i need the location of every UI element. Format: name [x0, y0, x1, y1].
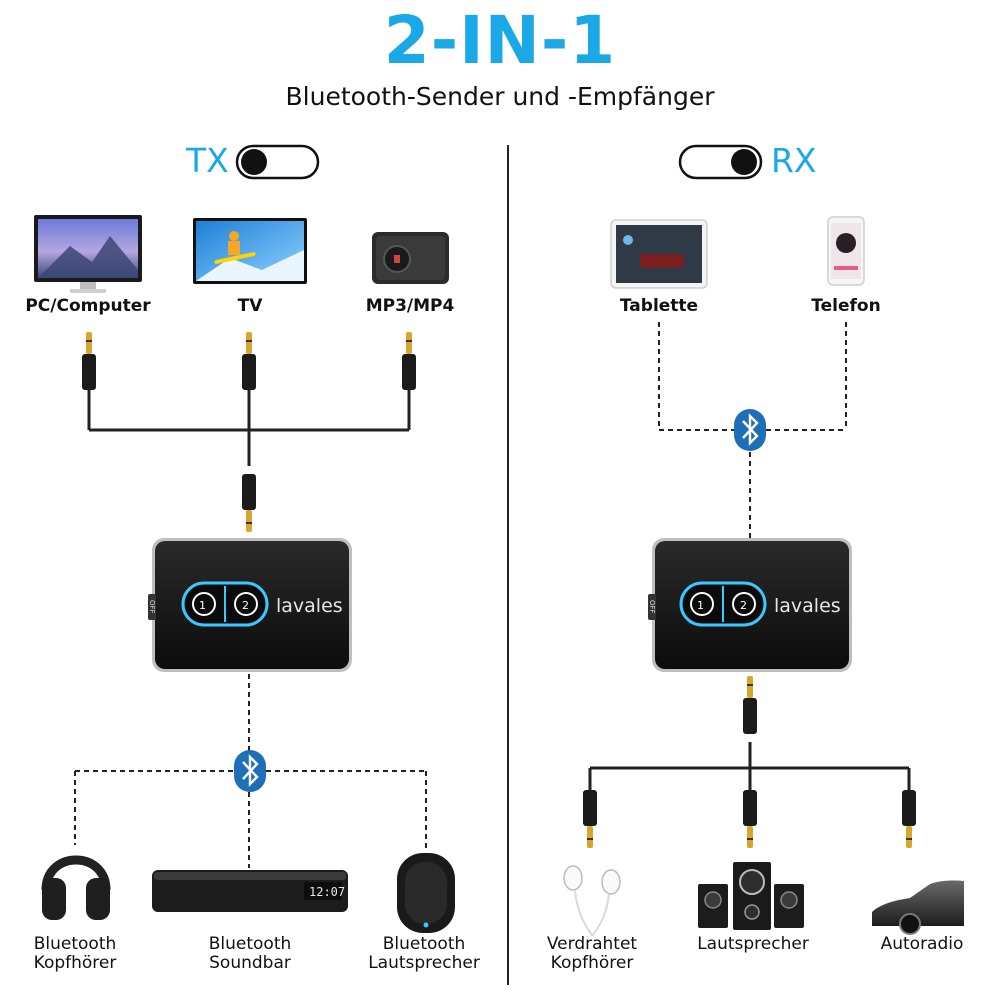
- output-label-bt-speaker: Bluetooth Lautsprecher: [368, 934, 480, 973]
- aux-plug-icon: [242, 332, 256, 390]
- aux-plug-icon: [583, 790, 597, 848]
- rx-device-brand: lavales: [774, 595, 841, 617]
- tx-button-2-label: 2: [242, 599, 249, 612]
- rx-bluetooth-links: [658, 322, 847, 538]
- aux-plug-icon: [242, 474, 256, 532]
- wired-earphones-icon: [563, 865, 621, 937]
- pc-monitor-icon: [34, 215, 142, 293]
- soundbar-icon: [152, 870, 348, 912]
- tv-icon: [193, 218, 307, 284]
- aux-plug-icon: [902, 790, 916, 848]
- rx-toggle: [678, 144, 763, 180]
- tx-toggle: [235, 144, 320, 180]
- output-label-bt-soundbar: Bluetooth Soundbar: [208, 934, 292, 973]
- output-label-speakers: Lautsprecher: [697, 934, 809, 954]
- bluetooth-icon: [234, 750, 266, 792]
- output-label-wired-headphones: Verdrahtet Kopfhörer: [546, 934, 638, 973]
- car-icon: [872, 880, 964, 935]
- phone-icon: [827, 216, 865, 286]
- source-label-mp3: MP3/MP4: [365, 296, 455, 316]
- source-label-tv: TV: [237, 296, 263, 316]
- tx-bluetooth-links: [74, 674, 427, 868]
- tx-input-cables: [87, 388, 411, 466]
- headphone-icon: [41, 855, 111, 920]
- aux-plug-icon: [743, 676, 757, 734]
- aux-plug-icon: [743, 790, 757, 848]
- rx-output-cables: [588, 742, 911, 792]
- tx-switch-label: OFF: [148, 600, 156, 614]
- page-title: 2-IN-1: [383, 2, 617, 79]
- tx-button-1-label: 1: [199, 599, 206, 612]
- page-subtitle: Bluetooth-Sender und -Empfänger: [285, 82, 715, 111]
- tx-transmitter-device: [148, 538, 352, 672]
- source-label-phone: Telefon: [811, 296, 881, 316]
- tx-device-brand: lavales: [276, 595, 343, 617]
- tablet-icon: [610, 219, 708, 289]
- aux-plug-icon: [82, 332, 96, 390]
- output-label-bt-headphones: Bluetooth Kopfhörer: [33, 934, 117, 973]
- rx-button-2-label: 2: [740, 599, 747, 612]
- soundbar-clock: 12:07: [309, 885, 345, 899]
- rx-button-1-label: 1: [697, 599, 704, 612]
- source-label-tablet: Tablette: [619, 296, 699, 316]
- aux-plug-icon: [402, 332, 416, 390]
- tx-mode-label: TX: [186, 141, 229, 180]
- output-label-car-radio: Autoradio: [880, 934, 964, 954]
- rx-mode-label: RX: [771, 141, 817, 180]
- rx-switch-label: OFF: [648, 600, 656, 614]
- source-label-pc: PC/Computer: [25, 296, 151, 316]
- rx-receiver-device: [648, 538, 852, 672]
- mp3-player-icon: [372, 232, 449, 284]
- speaker-system-icon: [698, 862, 804, 930]
- bluetooth-icon: [734, 409, 766, 451]
- speaker-icon: [397, 853, 455, 933]
